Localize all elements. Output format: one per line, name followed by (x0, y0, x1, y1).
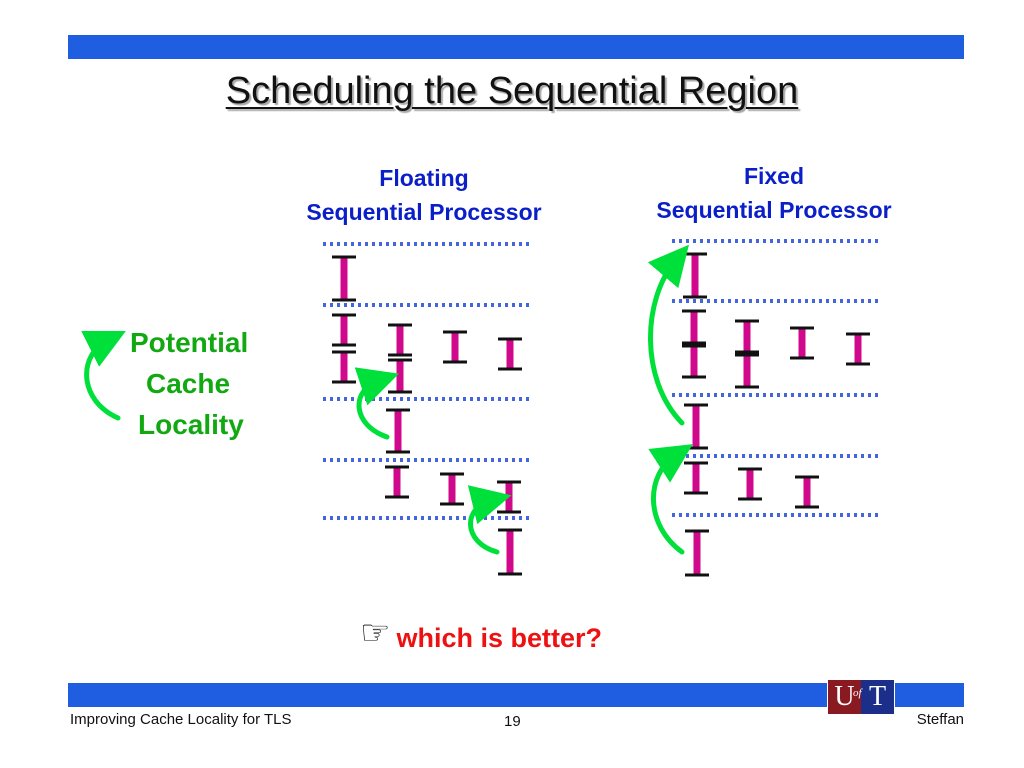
logo-t-block: of T (853, 680, 894, 714)
annotation-arrow (81, 331, 126, 421)
epoch-mark (684, 461, 708, 495)
epoch-mark (388, 323, 412, 357)
epoch-mark (735, 319, 759, 354)
epoch-mark (498, 337, 522, 371)
epoch-mark (682, 344, 706, 379)
floating-arrow-2 (467, 485, 512, 555)
logo-u: U (828, 680, 861, 714)
annotation-line2: Cache (146, 368, 231, 399)
question: ☞ which is better? (360, 608, 602, 658)
pointing-hand-icon: ☞ (360, 614, 391, 652)
logo-t: T (868, 681, 887, 712)
epoch-mark (735, 353, 759, 389)
annotation-line3: Locality (138, 409, 244, 440)
fixed-heading-line1: Fixed (743, 163, 805, 189)
epoch-mark (332, 255, 356, 302)
epoch-mark (386, 408, 410, 454)
page-number: 19 (504, 713, 521, 730)
question-text: which is better? (396, 623, 603, 653)
epoch-mark (683, 252, 707, 299)
epoch-mark (790, 326, 814, 360)
floating-heading: Floating Sequential Processor (264, 161, 584, 229)
uoft-logo: U of T (827, 679, 895, 715)
bottom-bar (68, 683, 964, 707)
epoch-mark (684, 403, 708, 450)
floating-arrow-1 (354, 367, 399, 440)
epoch-mark (332, 313, 356, 347)
epoch-mark (497, 480, 521, 514)
epoch-marks (332, 252, 870, 577)
floating-heading-line1: Floating (379, 165, 469, 191)
footer-author: Steffan (916, 711, 964, 728)
epoch-mark (385, 465, 409, 499)
annotation-line1: Potential (130, 327, 249, 358)
epoch-mark (443, 330, 467, 364)
top-bar (68, 35, 964, 59)
epoch-mark (795, 475, 819, 509)
epoch-mark (332, 350, 356, 384)
footer-title: Improving Cache Locality for TLS (70, 711, 292, 728)
epoch-mark (388, 358, 412, 394)
epoch-mark (498, 528, 522, 576)
epoch-mark (440, 472, 464, 506)
locality-arrows (81, 244, 693, 555)
floating-heading-line2: Sequential Processor (306, 199, 542, 225)
fixed-arrow-1 (647, 244, 689, 426)
fixed-heading-line2: Sequential Processor (656, 197, 892, 223)
epoch-mark (685, 529, 709, 577)
slide-title: Scheduling the Sequential Region (225, 70, 799, 112)
epoch-mark (738, 467, 762, 501)
logo-of: of (853, 687, 862, 699)
epoch-mark (682, 309, 706, 345)
potential-cache-locality-label: Potential Cache Locality (130, 322, 280, 445)
fixed-heading: Fixed Sequential Processor (614, 159, 934, 227)
fixed-arrow-2 (648, 444, 693, 555)
epoch-mark (846, 332, 870, 366)
